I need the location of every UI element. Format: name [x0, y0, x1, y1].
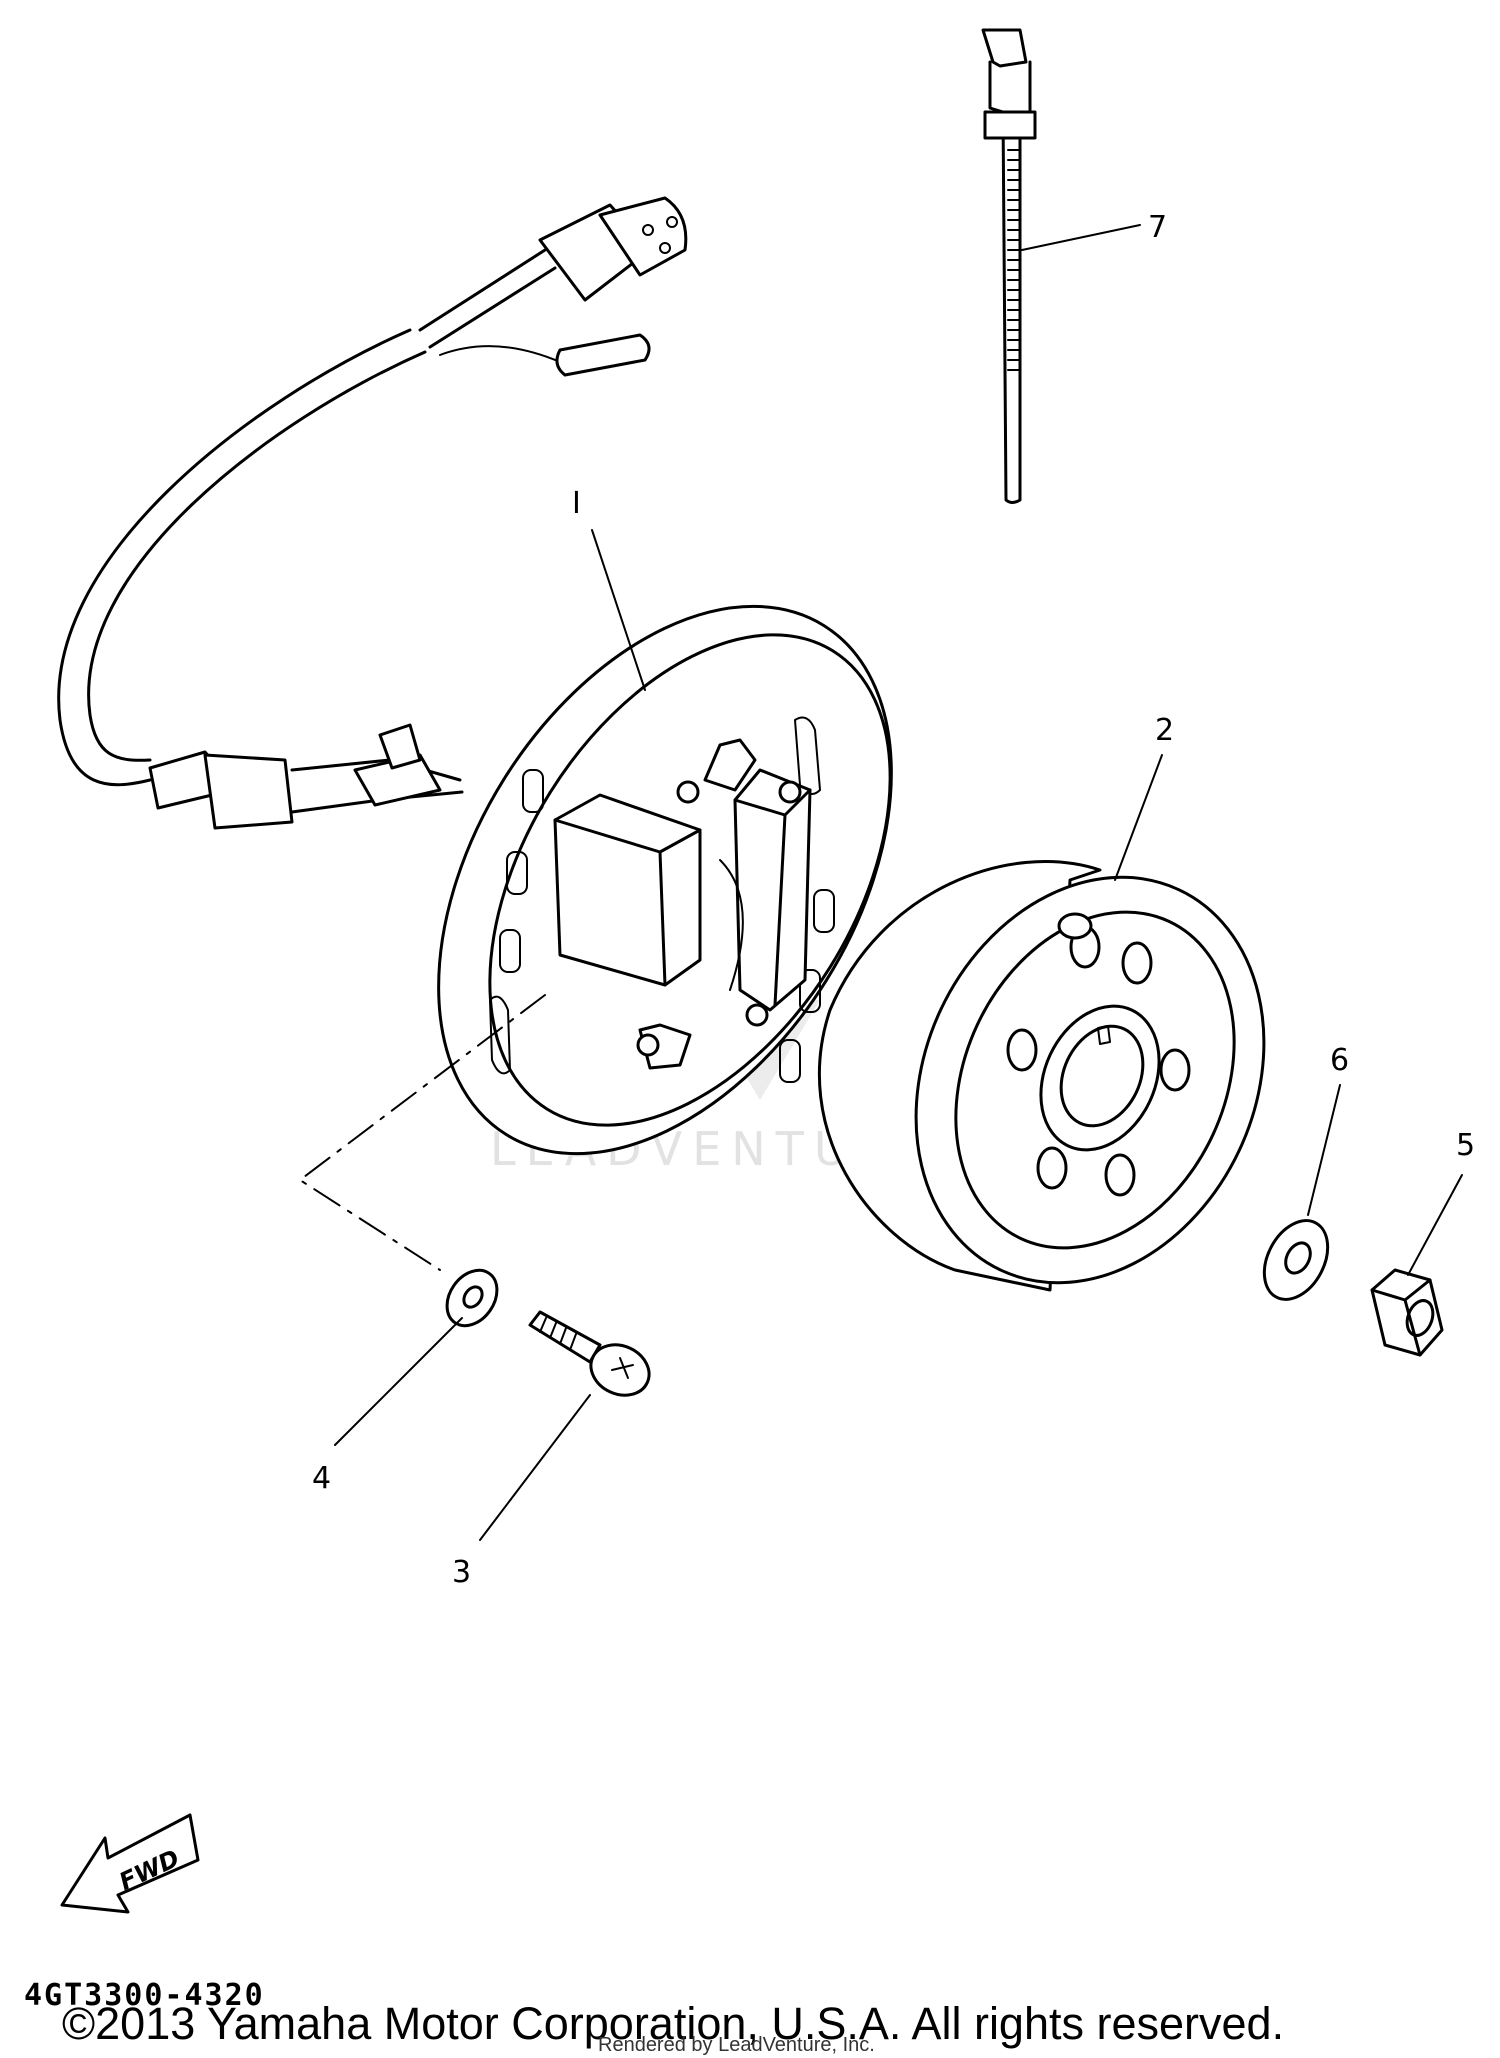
callout-3: 3: [452, 1555, 471, 1590]
callout-1: I: [572, 486, 581, 521]
leader-line-4: [334, 1317, 463, 1446]
fwd-arrow-icon: FWD: [60, 1813, 200, 1914]
washer-part[interactable]: [1252, 1210, 1341, 1310]
cable-tie-part[interactable]: [981, 28, 1037, 504]
callout-2: 2: [1155, 713, 1174, 748]
assembly-reference-line: [299, 994, 546, 1271]
small-washer-part[interactable]: [437, 1261, 507, 1335]
wire-harness: [57, 248, 561, 787]
wire-grommet-icon: [148, 723, 464, 830]
stator-assembly-part[interactable]: [345, 525, 985, 1235]
leader-line-2: [1114, 754, 1163, 881]
copyright-text: ©2013 Yamaha Motor Corporation, U.S.A. A…: [62, 1998, 1285, 2049]
wire-end-sleeve-icon: [555, 333, 651, 377]
flywheel-rotor-part[interactable]: [818, 820, 1328, 1340]
leader-line-3: [479, 1394, 591, 1541]
callout-5: 5: [1456, 1128, 1475, 1163]
callout-7: 7: [1148, 210, 1167, 245]
rendered-by-text: Rendered by LeadVenture, Inc.: [598, 2034, 875, 2056]
callout-4: 4: [312, 1461, 331, 1496]
leader-line-1: [591, 529, 646, 691]
leader-line-5: [1407, 1174, 1463, 1276]
nut-part[interactable]: [1370, 1268, 1444, 1357]
leader-line-6: [1307, 1084, 1341, 1216]
connector-plug-icon: [538, 196, 688, 302]
diagram-code: 4GT3300-4320: [24, 1978, 265, 2013]
leader-line-7: [1021, 224, 1141, 251]
screw-part[interactable]: [528, 1310, 657, 1404]
callout-6: 6: [1330, 1043, 1349, 1078]
